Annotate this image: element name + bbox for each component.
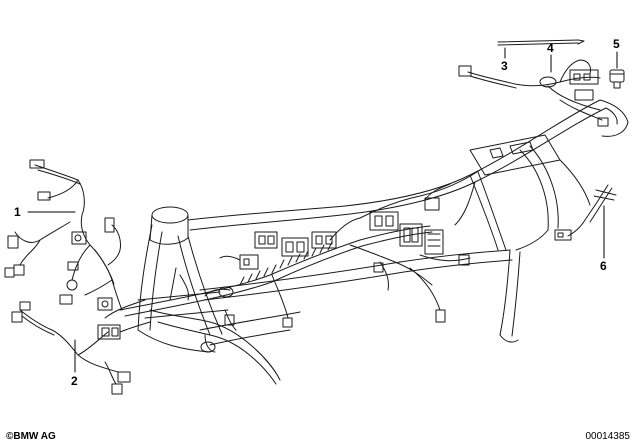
wiring-harness-part-4 (458, 54, 609, 127)
copyright-symbol: © (6, 431, 14, 442)
callout-5: 5 (613, 37, 620, 51)
callout-labels: 1 2 3 4 5 6 (14, 37, 620, 388)
callout-2: 2 (71, 374, 78, 388)
copyright-owner: BMW AG (13, 431, 56, 442)
motorcycle-frame (137, 99, 629, 385)
callout-6: 6 (600, 259, 607, 273)
cable-strap-part-3 (497, 39, 585, 59)
callout-4: 4 (547, 41, 554, 55)
sensor-cable-part-6 (554, 184, 617, 259)
copyright-notice: ©BMW AG (6, 431, 56, 442)
wiring-harness-part-1 (4, 159, 123, 311)
drawing-number: 00014385 (585, 431, 631, 442)
callout-3: 3 (501, 59, 508, 73)
main-wiring-harness (104, 169, 481, 331)
fastener-part-5 (609, 51, 625, 89)
wiring-harness-part-2 (11, 301, 151, 395)
callout-1: 1 (14, 205, 21, 219)
